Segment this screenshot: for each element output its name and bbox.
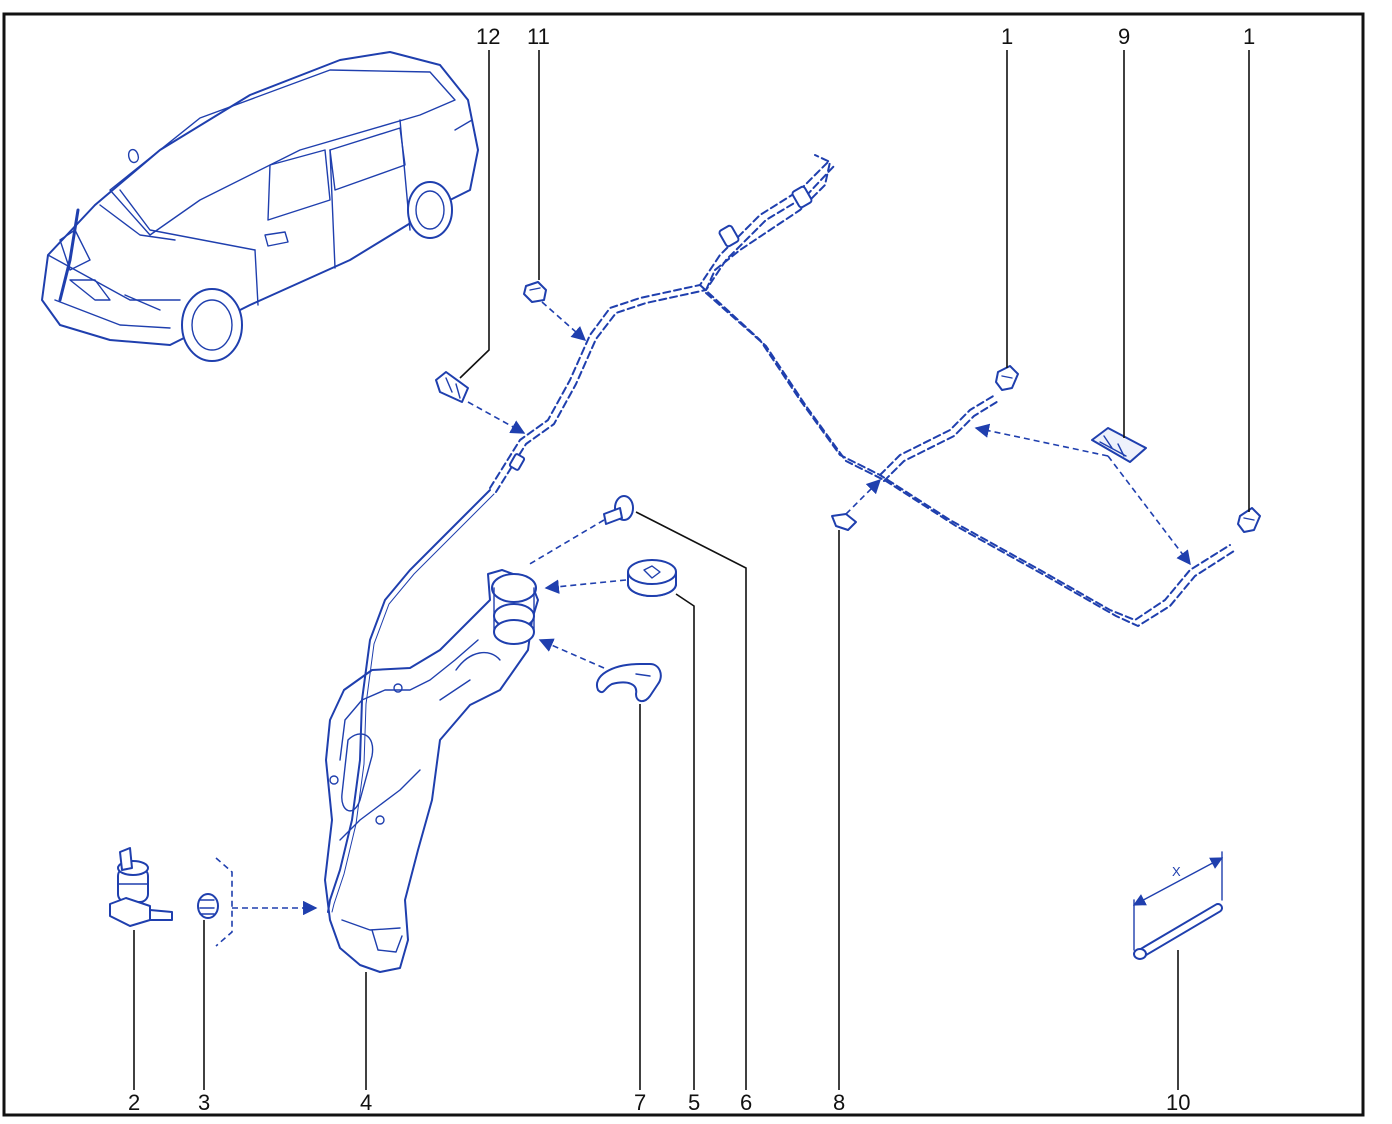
part-8-clip [831,513,857,531]
part-6-sensor [603,495,634,525]
callout-7: 7 [634,1090,646,1115]
hose-connectors [508,185,813,471]
feed-pipe [327,489,491,913]
dimension-x-label: X [1172,864,1181,879]
callout-3: 3 [198,1090,210,1115]
callout-12: 12 [476,24,500,49]
diagram-frame [2,12,1365,1117]
feed-pipe-inner [331,493,495,913]
callout-5: 5 [688,1090,700,1115]
callout-4: 4 [360,1090,372,1115]
part-5-filler-cap [627,559,677,597]
leader-lines [133,50,1250,1090]
callout-2: 2 [128,1090,140,1115]
washer-hose-network [489,154,1235,627]
part-10-tube: X [1132,851,1224,960]
part-4-washer-reservoir [324,569,539,973]
part-1-washer-jet-right [1237,507,1261,533]
part-2-washer-pump [109,847,173,927]
part-9-clip-plate [1091,427,1147,463]
hose-connector [791,185,813,209]
hose-connector [718,224,740,248]
part-12-connector [435,371,469,403]
callout-9: 9 [1118,24,1130,49]
part-11-clip [523,281,547,303]
part-3-grommet [197,893,219,919]
part-7-clamp [595,663,662,702]
callout-6: 6 [740,1090,752,1115]
vehicle-locator-illustration [41,51,479,362]
part-1-washer-jet-left [995,365,1019,391]
assembly-arrows [232,301,1191,916]
hose-connector [508,453,526,471]
grommet-bracket-guide [215,857,233,947]
callout-8: 8 [833,1090,845,1115]
callout-11: 11 [527,24,550,49]
callout-1-left: 1 [1001,24,1013,49]
callout-10: 10 [1166,1090,1190,1115]
callout-1-right: 1 [1243,24,1255,49]
